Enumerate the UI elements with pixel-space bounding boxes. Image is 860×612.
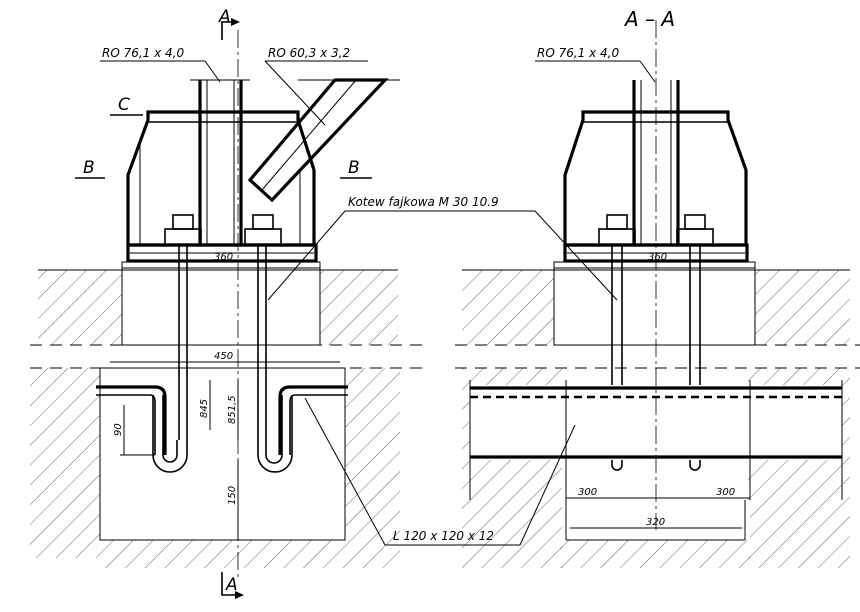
housing-left (126, 110, 316, 247)
dimension-450: 450 (110, 351, 340, 363)
svg-text:B: B (83, 158, 95, 178)
svg-text:300: 300 (578, 487, 597, 498)
dimension-300-left: 300 (566, 487, 656, 499)
right-view (462, 20, 850, 541)
svg-text:450: 450 (214, 351, 233, 362)
housing-right (563, 110, 748, 247)
svg-text:320: 320 (646, 517, 665, 528)
brace-pipe (247, 78, 389, 203)
marker-c: C (110, 95, 143, 116)
dimension-845: 845 (199, 380, 211, 430)
svg-text:A: A (225, 575, 238, 595)
svg-text:360: 360 (648, 252, 667, 263)
section-marker-bottom: A (221, 572, 244, 599)
anchor-bolt-right-2 (676, 214, 714, 471)
svg-text:Kotew fajkowa M 30 10.9: Kotew fajkowa M 30 10.9 (348, 195, 499, 209)
callout-pipe-right: RO 76,1 x 4,0 (535, 46, 656, 83)
left-view (38, 30, 400, 580)
dimension-360-right: 360 (624, 252, 680, 263)
break-lines (30, 344, 860, 369)
svg-text:RO 76,1 x 4,0: RO 76,1 x 4,0 (102, 46, 184, 60)
section-title: A – A (623, 7, 675, 31)
callout-pipe-brace: RO 60,3 x 3,2 (264, 46, 368, 126)
grout-bed-left (121, 261, 321, 271)
svg-text:845: 845 (199, 399, 210, 418)
marker-b-right: B (340, 158, 372, 179)
callout-anchor-bolt: Kotew fajkowa M 30 10.9 (267, 195, 618, 301)
foundation-top (121, 267, 321, 346)
dimension-300-right: 300 (656, 487, 750, 499)
svg-text:90: 90 (113, 423, 124, 436)
svg-text:A: A (218, 7, 231, 27)
svg-text:B: B (348, 158, 360, 178)
callout-pipe-left: RO 76,1 x 4,0 (100, 46, 221, 83)
dimension-851: 851,5 (227, 380, 239, 440)
soil-hatching-left (30, 270, 400, 568)
svg-text:150: 150 (227, 486, 238, 505)
svg-text:851,5: 851,5 (227, 395, 238, 424)
dimension-90: 90 (113, 405, 155, 456)
dimension-320: 320 (570, 517, 742, 529)
svg-text:L 120 x 120 x 12: L 120 x 120 x 12 (393, 529, 494, 543)
dimension-360-left: 360 (190, 252, 242, 263)
anchor-bolt-left-2 (244, 214, 293, 473)
svg-text:360: 360 (214, 252, 233, 263)
svg-text:RO 76,1 x 4,0: RO 76,1 x 4,0 (537, 46, 619, 60)
grout-bed-right (553, 261, 756, 271)
svg-text:300: 300 (716, 487, 735, 498)
callout-angle-profile: L 120 x 120 x 12 (304, 397, 576, 546)
anchor-bolt-left-1 (152, 214, 202, 473)
svg-text:C: C (118, 95, 130, 115)
dimension-150: 150 (227, 460, 239, 540)
svg-text:RO 60,3 x 3,2: RO 60,3 x 3,2 (268, 46, 350, 60)
foundation-bottom (99, 367, 346, 541)
section-marker-top: A (218, 7, 240, 40)
marker-b-left: B (75, 158, 105, 179)
anchor-bolt-right-1 (598, 214, 636, 471)
